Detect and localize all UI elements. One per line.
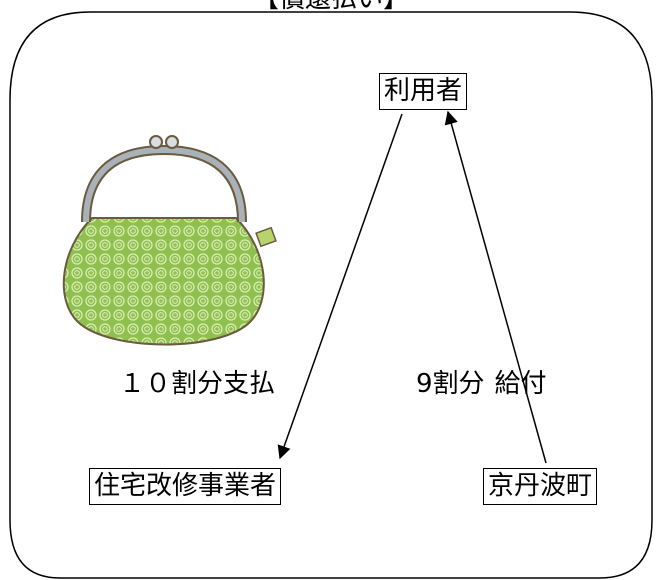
arrow-town-to-user (444, 110, 547, 464)
edge-label-full-payment: １０割分支払 (119, 369, 276, 399)
outer-frame (9, 11, 653, 579)
arrow-user-to-contractor (277, 113, 403, 460)
green-coin-purse-icon (62, 135, 277, 346)
edge-label-benefit-amount: 9割分 (416, 369, 485, 399)
edge-label-benefit: 9割分給付 (416, 369, 547, 399)
diagram-title: 【償還払い】 (0, 0, 662, 14)
node-town: 京丹波町 (483, 468, 598, 505)
node-contractor: 住宅改修事業者 (89, 468, 282, 505)
edge-label-benefit-word: 給付 (494, 369, 547, 399)
node-user: 利用者 (379, 73, 468, 110)
